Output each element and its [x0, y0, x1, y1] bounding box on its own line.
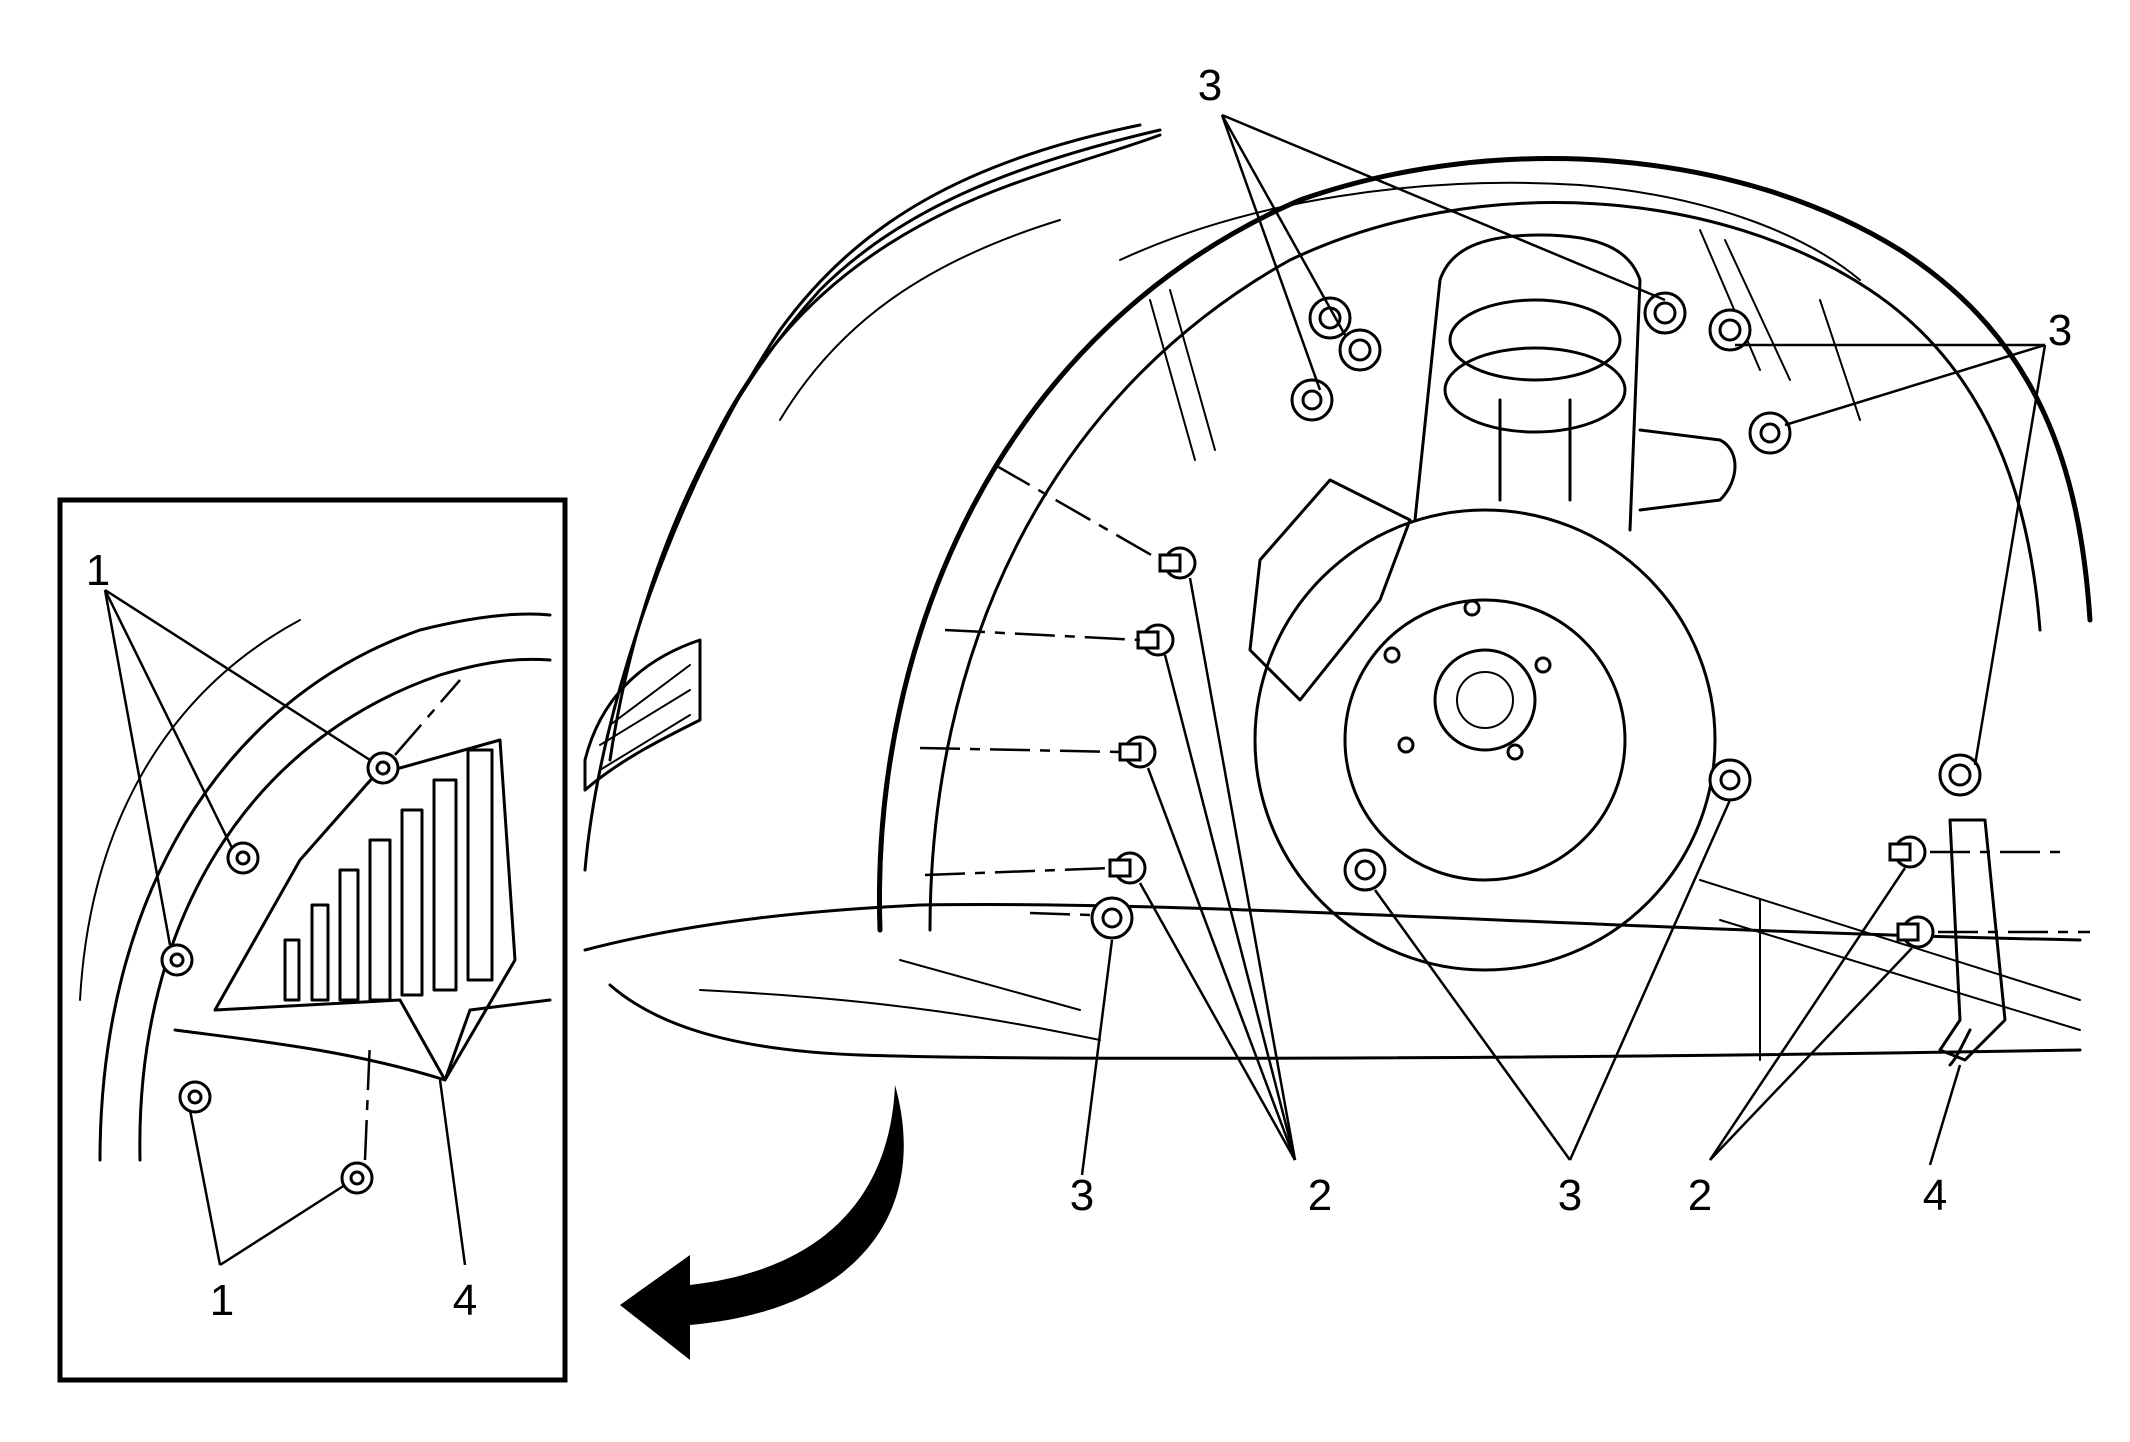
inset-bracket	[443, 998, 552, 1082]
callout-1-inset-bottom: 1	[210, 1276, 234, 1325]
pin-3-top-c	[1643, 291, 1687, 335]
pin-3-right-edge	[1938, 753, 1982, 797]
pin-3-top-d	[1708, 308, 1752, 352]
pin-3-upper-right	[1748, 411, 1792, 455]
callout-4-main: 4	[1923, 1171, 1947, 1220]
callout-2-right: 2	[1688, 1171, 1712, 1220]
liner-ribs	[1149, 229, 1861, 461]
splash-shield-bracket	[1938, 818, 2007, 1062]
inset-liner-lower-edge	[173, 1028, 447, 1082]
inset-bolt-1d	[178, 1080, 212, 1114]
pin-3-lower-left	[1090, 896, 1134, 940]
brake-rotor	[1253, 508, 1717, 972]
wheel-arch-outer	[876, 156, 2093, 933]
callout-1-inset-top: 1	[86, 546, 110, 595]
caliper-bracket	[1248, 478, 1412, 702]
fender-contour-2	[608, 128, 1162, 762]
screw-2a	[1158, 546, 1197, 580]
wheel-studs	[1383, 599, 1552, 761]
screw-2e	[1888, 835, 1927, 869]
crossmember	[1699, 879, 2081, 1061]
callout-3-center: 3	[1558, 1171, 1582, 1220]
screw-2f	[1896, 915, 1935, 949]
screw-2d	[1108, 851, 1147, 885]
inset-fender-contour	[79, 619, 301, 1001]
push-pin-fasteners	[1090, 291, 1982, 949]
inset-bolt-1b	[226, 841, 260, 875]
inset-install-line-b	[363, 1039, 372, 1161]
strut-spring	[1443, 346, 1627, 434]
fender-contour-3	[698, 133, 1162, 472]
inset-leader-4	[438, 1079, 467, 1266]
fender-crease	[779, 219, 1061, 421]
pin-3-rotor-right	[1708, 758, 1752, 802]
rotor-hub-face	[1343, 598, 1627, 882]
pin-3-rotor-low	[1343, 848, 1387, 892]
callouts-main: 3 3 3 2 3 2 4	[1070, 61, 2072, 1220]
inset-arch-outer	[98, 612, 552, 1162]
bumper-vent	[583, 638, 702, 792]
hub-bore	[1433, 648, 1537, 752]
leader-lines-main	[1080, 113, 2047, 1176]
pin-3-upper-left	[1290, 378, 1334, 422]
inset-fasteners	[160, 751, 400, 1195]
strut-spring-top	[1448, 298, 1622, 382]
install-direction-lines	[919, 463, 2090, 934]
screw-2c	[1118, 735, 1157, 769]
curved-arrow-icon	[620, 1085, 904, 1360]
fender-outer-contour	[583, 123, 1142, 872]
pin-3-top-b	[1338, 328, 1382, 372]
inset-leader-1a	[104, 588, 371, 762]
liner-ribs-top	[1119, 181, 1861, 281]
inset-leader-1e	[219, 1183, 346, 1267]
inset-leader-1b	[103, 589, 234, 849]
inset-view: 1 1 4	[57, 497, 568, 1383]
wheel-arch-inner	[928, 201, 2042, 932]
inset-install-line-a	[394, 679, 461, 756]
screw-2b	[1136, 623, 1175, 657]
vent-slats	[599, 664, 691, 771]
inset-leader-1d	[188, 1109, 222, 1266]
hub-spline	[1456, 671, 1514, 729]
sill-detail	[699, 959, 1101, 1041]
inset-liner-grille	[213, 738, 517, 1082]
inset-leader-1c	[103, 589, 172, 946]
grille-slots	[283, 748, 494, 1002]
strut-tower	[1413, 233, 1642, 532]
lower-sill-edge	[608, 983, 2082, 1060]
callout-3-bottom-left: 3	[1070, 1171, 1094, 1220]
inset-bolt-1a	[366, 751, 400, 785]
inset-bolt-1c	[160, 943, 194, 977]
inset-arch-inner	[138, 657, 552, 1162]
main-view	[583, 123, 2093, 1067]
callout-3-top: 3	[1198, 61, 1222, 110]
strut-shaft	[1498, 398, 1572, 502]
control-arm	[1638, 428, 1737, 512]
view-arrow	[620, 1085, 904, 1360]
inset-bolt-1e	[340, 1161, 374, 1195]
callout-4-inset: 4	[453, 1276, 477, 1325]
liner-lip	[1948, 1028, 1972, 1067]
callout-2-middle: 2	[1308, 1171, 1332, 1220]
callout-3-right: 3	[2048, 306, 2072, 355]
